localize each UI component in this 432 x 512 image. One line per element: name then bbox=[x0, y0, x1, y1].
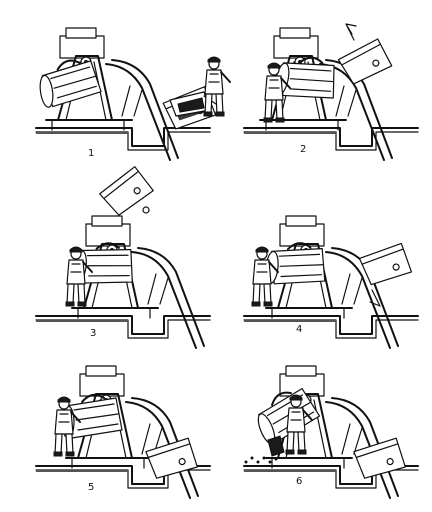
panel-2: 2 bbox=[243, 23, 419, 161]
panel-4: 4 bbox=[243, 215, 419, 349]
panel-1: 1 bbox=[35, 27, 231, 161]
panel-6-number: 6 bbox=[296, 476, 302, 487]
panel-1-number: 1 bbox=[88, 148, 94, 159]
panel-3-number: 3 bbox=[90, 328, 96, 339]
panel-5-number: 5 bbox=[88, 482, 94, 493]
spilled-concrete bbox=[244, 456, 278, 464]
panel-2-number: 2 bbox=[300, 144, 306, 155]
panel-5: 5 bbox=[35, 365, 211, 499]
panel-6: 6 bbox=[243, 365, 419, 499]
panel-4-number: 4 bbox=[296, 324, 302, 335]
panel-3: 3 bbox=[35, 164, 211, 349]
